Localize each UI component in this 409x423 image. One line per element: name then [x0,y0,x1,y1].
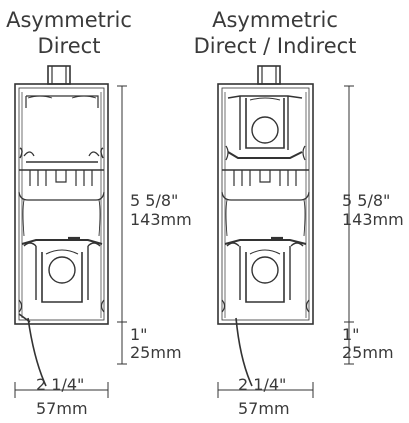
right-height-metric: 143mm [342,210,404,229]
right-profile-drawing [217,65,314,387]
left-width-imperial: 2 1/4" [36,375,85,394]
left-title-line1: Asymmetric [6,8,132,32]
left-dimension-lines [14,85,127,398]
right-title-line2: Direct / Indirect [193,34,357,58]
left-height-metric: 143mm [130,210,192,229]
left-width-metric: 57mm [36,399,88,418]
right-title-line1: Asymmetric [212,8,338,32]
right-dimension-lines [217,85,354,398]
right-offset-imperial: 1" [342,325,360,344]
right-height-imperial: 5 5/8" [342,191,391,210]
left-title-line2: Direct [37,34,101,58]
right-width-imperial: 2 1/4" [238,375,287,394]
left-offset-imperial: 1" [130,325,148,344]
right-width-metric: 57mm [238,399,290,418]
left-profile-drawing [14,65,109,387]
left-height-imperial: 5 5/8" [130,191,179,210]
right-offset-metric: 25mm [342,343,394,362]
left-offset-metric: 25mm [130,343,182,362]
